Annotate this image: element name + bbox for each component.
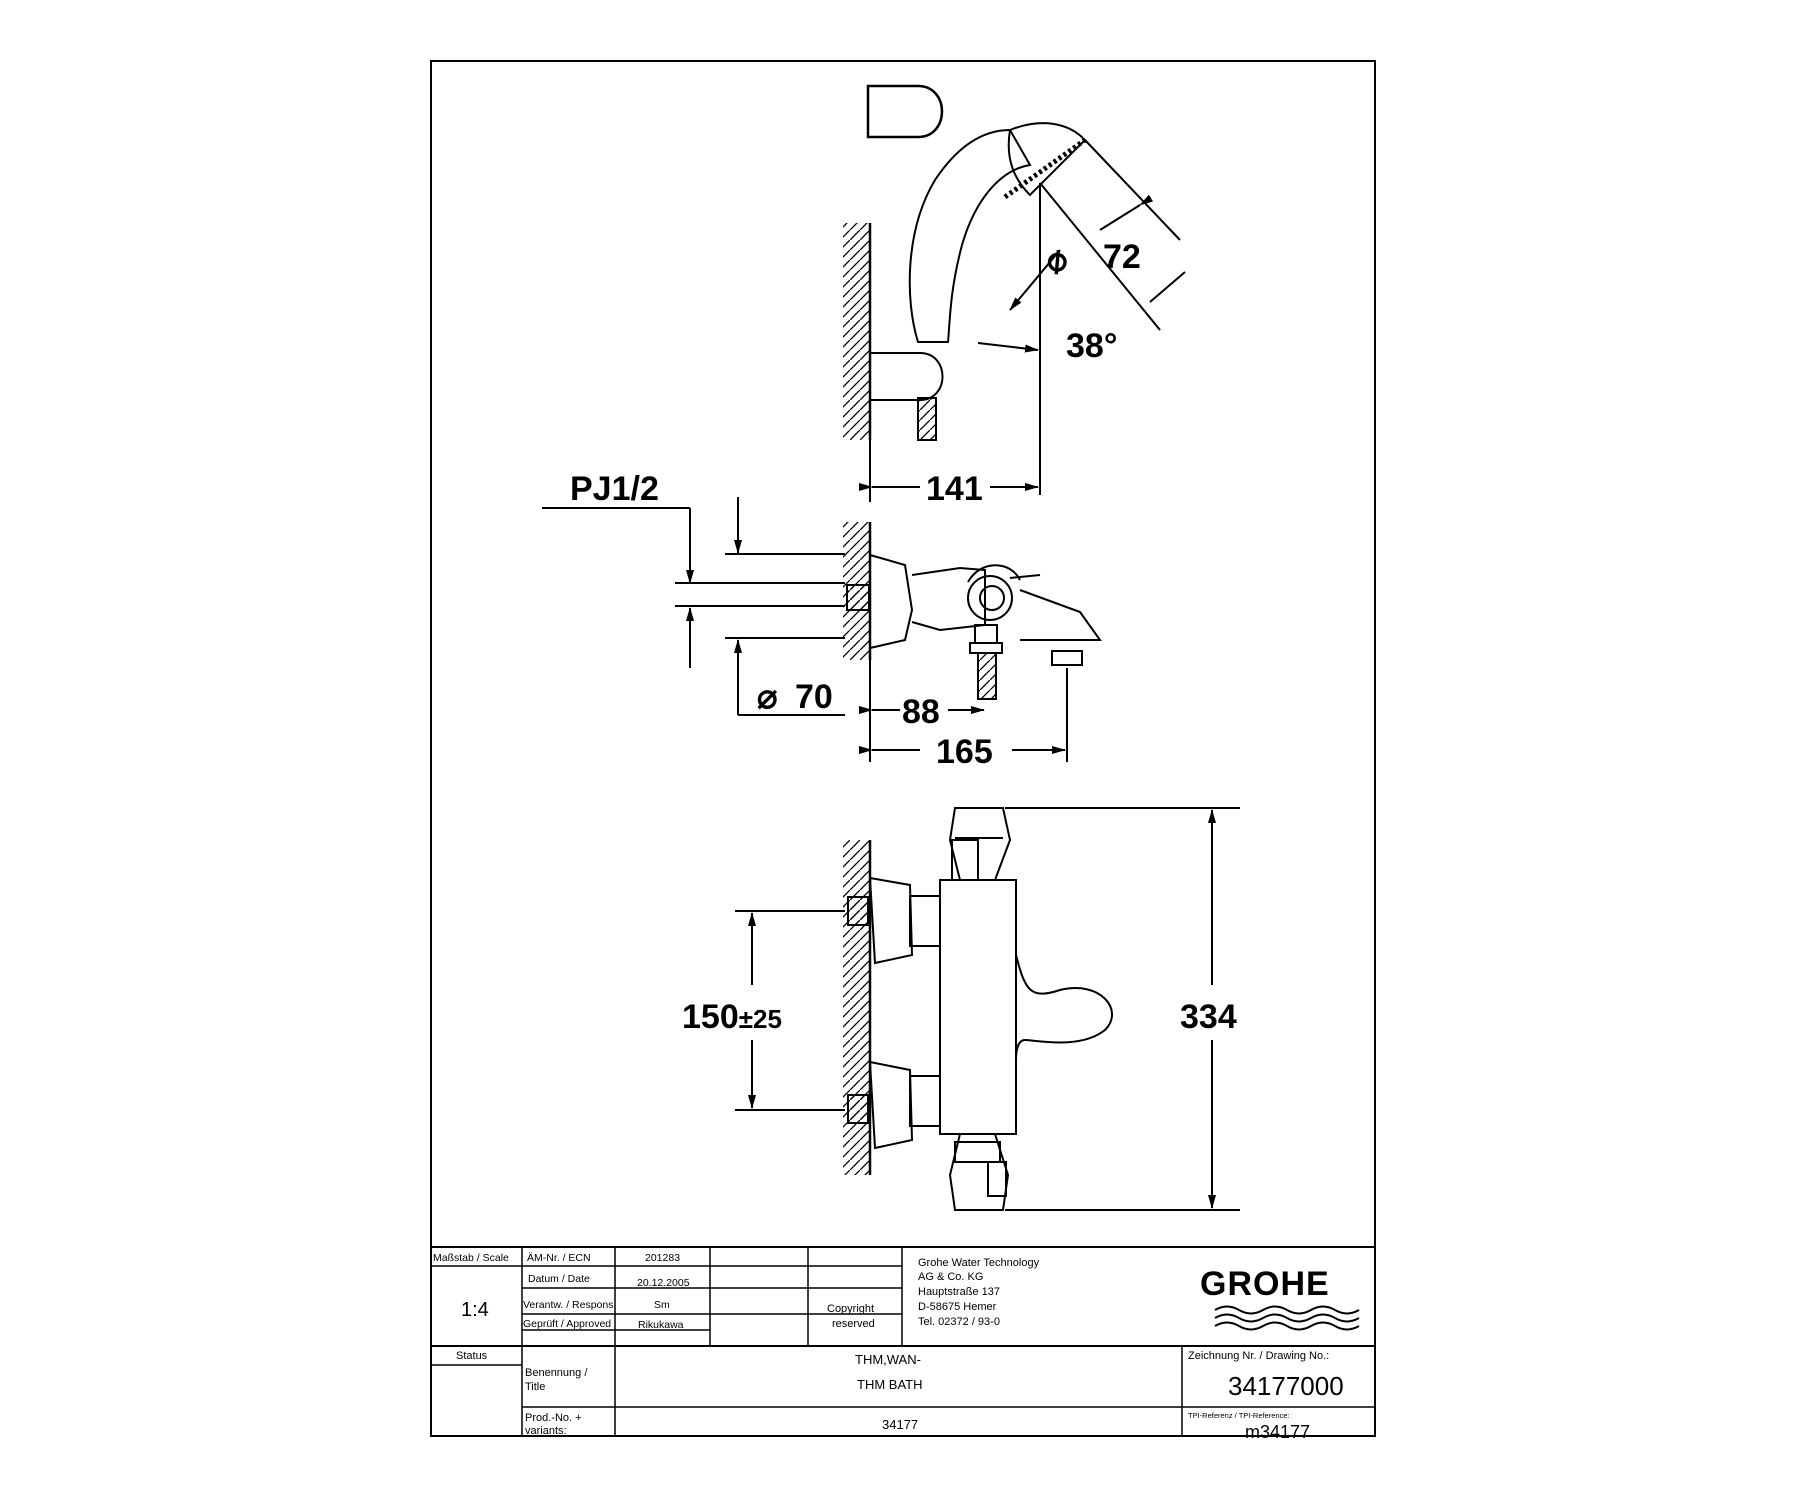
wall-diameter-dimension: 70 xyxy=(795,678,833,716)
head-diameter-dimension: 72 xyxy=(1103,238,1141,276)
company-line-3: Hauptstraße 137 xyxy=(918,1286,1000,1298)
head-diameter-symbol: ⌀ xyxy=(1036,239,1077,282)
title-line-2: THM BATH xyxy=(857,1377,922,1392)
title-label-2: Title xyxy=(525,1381,545,1393)
prod-label-2: variants: xyxy=(525,1425,567,1437)
dimension-88: 88 xyxy=(902,693,940,731)
copyright-line-2: reserved xyxy=(832,1318,875,1330)
grohe-logo: GROHE xyxy=(1200,1265,1360,1331)
prod-label-1: Prod.-No. + xyxy=(525,1412,582,1424)
responsible-label: Verantw. / Respons xyxy=(523,1299,613,1311)
height-dimension: 334 xyxy=(1180,998,1237,1036)
ecn-label: ÄM-Nr. / ECN xyxy=(527,1252,591,1264)
ecn-value: 201283 xyxy=(645,1252,680,1264)
date-value: 20.12.2005 xyxy=(637,1277,690,1289)
prod-value: 34177 xyxy=(882,1417,918,1432)
side-view xyxy=(542,497,1102,762)
scale-label: Maßstab / Scale xyxy=(433,1252,509,1264)
scale-value: 1:4 xyxy=(461,1299,489,1321)
company-line-4: D-58675 Hemer xyxy=(918,1301,997,1313)
approved-value: Rikukawa xyxy=(638,1319,684,1331)
thread-dimension: PJ1/2 xyxy=(570,470,659,508)
company-line-1: Grohe Water Technology xyxy=(918,1257,1040,1269)
title-block xyxy=(431,1246,1375,1436)
shower-projection-dimension: 141 xyxy=(926,470,983,508)
hand-shower-view xyxy=(843,84,1186,502)
centres-dimension: 150±25 xyxy=(682,998,782,1036)
company-line-5: Tel. 02372 / 93-0 xyxy=(918,1316,1000,1328)
tpi-value: m34177 xyxy=(1245,1422,1310,1442)
spray-angle-dimension: 38° xyxy=(1066,327,1117,365)
status-label: Status xyxy=(456,1350,488,1362)
drawing-frame xyxy=(430,60,1376,1437)
title-label-1: Benennung / xyxy=(525,1367,588,1379)
tpi-label: TPI-Referenz / TPI-Reference: xyxy=(1188,1411,1290,1420)
date-label: Datum / Date xyxy=(528,1273,590,1285)
front-view xyxy=(735,807,1240,1211)
responsible-value: Sm xyxy=(654,1299,670,1311)
drawing-no-label: Zeichnung Nr. / Drawing No.: xyxy=(1188,1350,1329,1362)
wall-diameter-symbol: ⌀ xyxy=(757,678,778,716)
copyright-line-1: Copyright xyxy=(827,1303,874,1315)
drawing-number: 34177000 xyxy=(1228,1371,1344,1401)
dimension-165: 165 xyxy=(936,733,993,771)
title-line-1: THM,WAN- xyxy=(855,1352,921,1367)
approved-label: Geprüft / Approved xyxy=(523,1318,611,1330)
company-line-2: AG & Co. KG xyxy=(918,1271,983,1283)
logo-text: GROHE xyxy=(1200,1265,1330,1303)
